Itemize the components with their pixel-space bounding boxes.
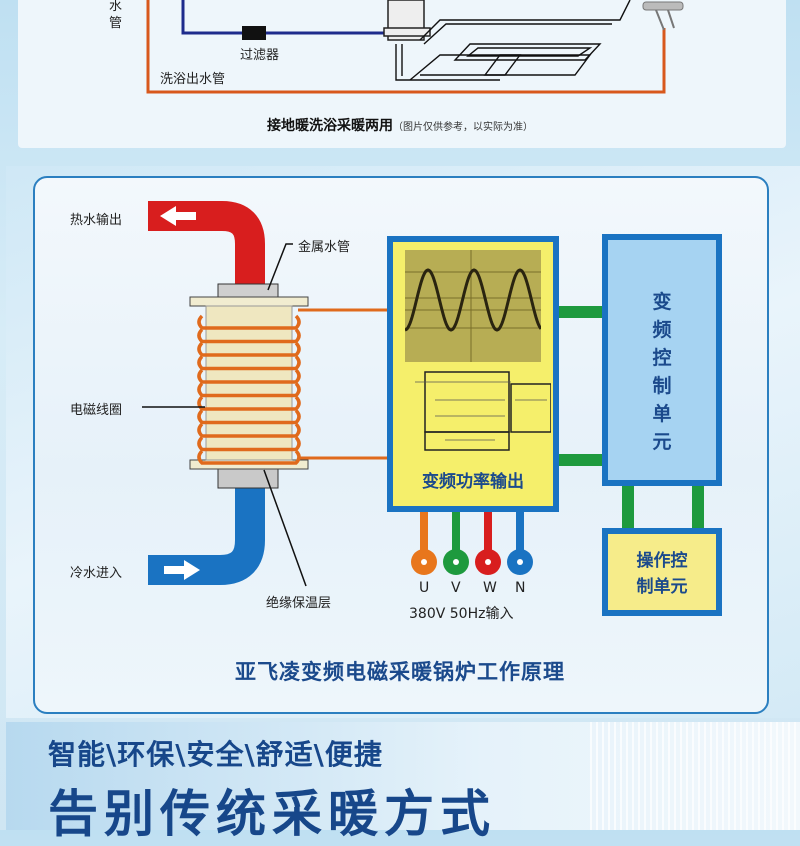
label-line: 元 bbox=[652, 431, 672, 453]
power-terminals bbox=[411, 512, 533, 575]
terminal-letter: V bbox=[451, 580, 461, 596]
coil-turn bbox=[197, 355, 301, 371]
insulation-label: 绝缘保温层 bbox=[266, 596, 332, 611]
terminal-hole bbox=[517, 559, 523, 565]
label-line: 变 bbox=[652, 291, 672, 313]
cold-water-arrow-icon bbox=[164, 560, 200, 580]
bath-outlet-pipe-label: 洗浴出水管 bbox=[160, 72, 226, 87]
boiler-principle-diagram bbox=[142, 201, 704, 587]
metal-pipe-label: 金属水管 bbox=[298, 240, 351, 255]
circuit-schematic-icon bbox=[415, 371, 551, 451]
terminal-hole bbox=[453, 559, 459, 565]
cold-water-pipe bbox=[148, 488, 265, 585]
caption-note: （图片仅供参考，以实际为准） bbox=[393, 122, 533, 133]
oscilloscope-waveform-icon bbox=[405, 250, 541, 362]
frequency-control-label: 变频控制单元 bbox=[608, 288, 716, 456]
operation-control-unit: 操作控制单元 bbox=[602, 528, 722, 616]
power-output-unit: 变频功率输出 bbox=[387, 236, 559, 512]
decorative-stripes bbox=[590, 722, 800, 830]
floor-heating-coil-icon bbox=[395, 0, 631, 81]
hot-water-pipe bbox=[148, 201, 265, 290]
coil-turn bbox=[197, 409, 301, 425]
coil-label: 电磁线圈 bbox=[70, 403, 123, 418]
label-line: 单 bbox=[652, 403, 672, 425]
coil-turn bbox=[197, 395, 301, 411]
terminal-hole bbox=[421, 559, 427, 565]
insulation-leader bbox=[263, 469, 307, 587]
coil-turn bbox=[197, 314, 301, 330]
slogan: 智能\环保\安全\舒适\便捷 bbox=[48, 738, 383, 771]
top-flange bbox=[189, 296, 309, 307]
label-line: 操作控 bbox=[636, 551, 688, 571]
headline: 告别传统采暖方式 bbox=[48, 785, 496, 843]
coil-turn bbox=[197, 422, 301, 438]
floor-heating-schematic bbox=[146, 0, 684, 94]
label-line: 控 bbox=[652, 347, 672, 369]
hot-water-out-label: 热水输出 bbox=[70, 213, 123, 228]
frequency-control-unit: 变频控制单元 bbox=[602, 234, 722, 486]
coil-turn bbox=[197, 382, 301, 398]
coil-turn bbox=[197, 341, 301, 357]
diagram-title: 亚飞凌变频电磁采暖锅炉工作原理 bbox=[235, 660, 565, 684]
cold-water-in-label: 冷水进入 bbox=[70, 566, 123, 581]
shower-icon bbox=[642, 1, 684, 31]
coil-turn bbox=[197, 368, 301, 384]
electromagnetic-coil bbox=[197, 314, 301, 465]
water-inlet-pipe bbox=[181, 0, 385, 35]
terminal-letter: W bbox=[483, 580, 497, 596]
label-line: 频 bbox=[652, 319, 672, 341]
manifold-icon bbox=[383, 0, 431, 41]
top-caption: 接地暖洗浴采暖两用（图片仅供参考，以实际为准） bbox=[0, 115, 800, 135]
filter-label: 过滤器 bbox=[240, 48, 280, 63]
coil-turn bbox=[197, 449, 301, 465]
power-output-label: 变频功率输出 bbox=[422, 472, 524, 492]
hot-water-arrow-icon bbox=[160, 206, 196, 226]
terminal-letter: N bbox=[515, 580, 526, 596]
operation-control-label: 操作控制单元 bbox=[608, 548, 716, 600]
power-spec: 380V 50Hz输入 bbox=[409, 606, 514, 622]
label-line: 制单元 bbox=[636, 577, 688, 597]
metal-pipe-leader bbox=[267, 243, 293, 291]
bath-outlet-pipe bbox=[146, 0, 666, 94]
coil-turn bbox=[197, 436, 301, 452]
terminal-letter: U bbox=[419, 580, 430, 596]
label-line: 制 bbox=[652, 375, 672, 397]
caption-main: 接地暖洗浴采暖两用 bbox=[267, 118, 393, 134]
water-pipe-label: 水 管 bbox=[109, 0, 123, 31]
coil-turn bbox=[197, 328, 301, 344]
terminal-hole bbox=[485, 559, 491, 565]
filter-icon bbox=[242, 26, 266, 40]
